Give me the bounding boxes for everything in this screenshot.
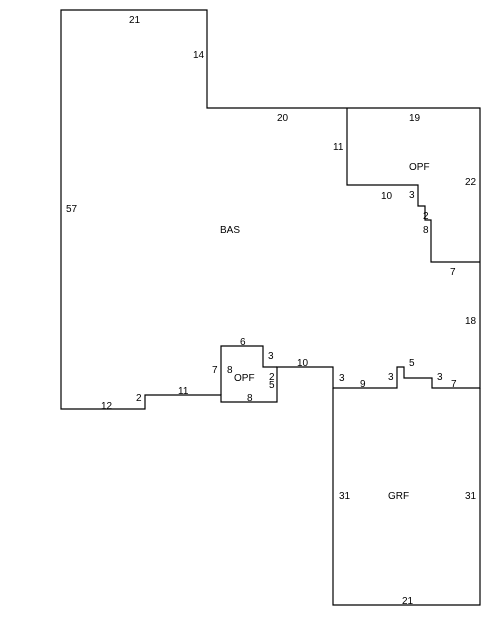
dim-label: 7 xyxy=(450,267,456,278)
dim-label: 21 xyxy=(129,15,141,26)
dim-label: 2 xyxy=(269,372,275,383)
dim-label: 12 xyxy=(101,401,113,412)
dim-label: 31 xyxy=(465,491,477,502)
dim-label: 7 xyxy=(451,379,457,390)
dim-label: 3 xyxy=(388,372,394,383)
dim-label: 19 xyxy=(409,113,421,124)
dim-label: 20 xyxy=(277,113,289,124)
dim-label: 7 xyxy=(212,365,218,376)
dim-label: 3 xyxy=(437,372,443,383)
dim-label: 8 xyxy=(227,365,233,376)
dim-label: 3 xyxy=(268,351,274,362)
opf-lower-outline xyxy=(220,345,277,395)
dim-label: 10 xyxy=(381,191,393,202)
dim-label: 2 xyxy=(423,211,429,222)
dim-label: 3 xyxy=(409,190,415,201)
opf-upper-outline xyxy=(346,108,480,263)
area-label-opf-lower: OPF xyxy=(234,373,255,384)
dim-label: 18 xyxy=(465,316,477,327)
dim-label: 6 xyxy=(240,337,246,348)
dim-label: 3 xyxy=(339,373,345,384)
dim-label: 14 xyxy=(193,50,205,61)
area-label-opf-upper: OPF xyxy=(409,162,430,173)
area-label-grf: GRF xyxy=(388,491,409,502)
grf-outline xyxy=(332,388,481,606)
dim-label: 21 xyxy=(402,596,414,607)
dim-label: 10 xyxy=(297,358,309,369)
dim-label: 2 xyxy=(136,393,142,404)
area-label-bas: BAS xyxy=(220,225,240,236)
dim-label: 8 xyxy=(423,225,429,236)
dim-label: 5 xyxy=(269,380,275,391)
dim-label: 9 xyxy=(360,379,366,390)
dim-label: 31 xyxy=(339,491,351,502)
dim-label: 11 xyxy=(178,386,189,397)
dim-label: 22 xyxy=(465,177,477,188)
dim-label: 11 xyxy=(333,142,344,153)
dim-label: 57 xyxy=(66,204,78,215)
bas-outline xyxy=(60,9,481,410)
dim-label: 8 xyxy=(247,393,253,404)
dim-label: 5 xyxy=(409,358,415,369)
